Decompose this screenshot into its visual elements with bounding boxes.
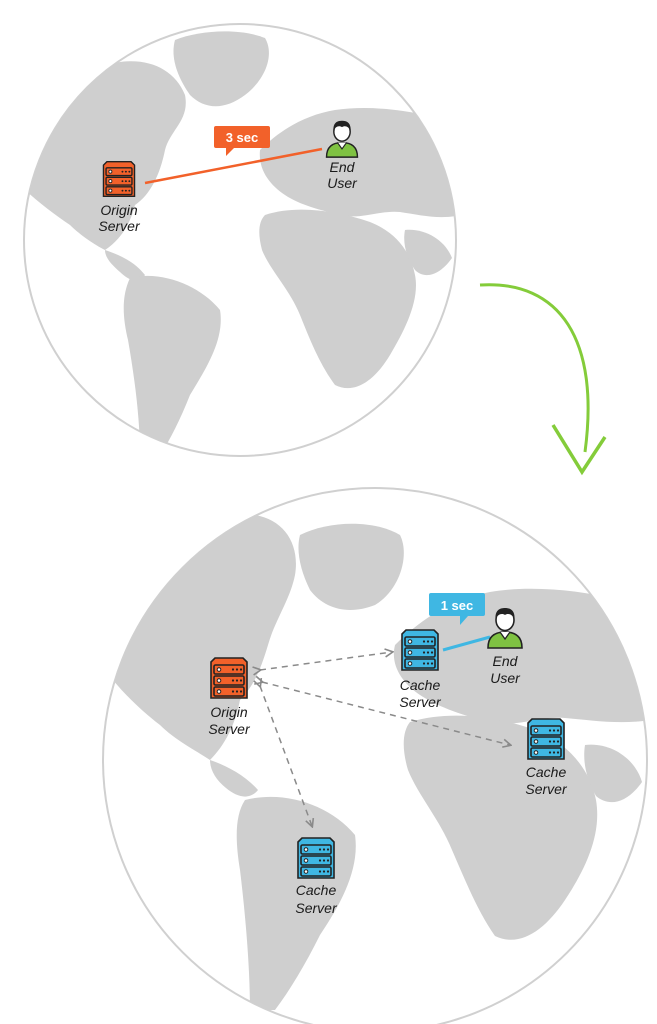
cache-server-south-america-label-2: Server bbox=[295, 900, 338, 916]
cache-server-europe-label-1: Cache bbox=[400, 677, 441, 693]
end-user-bottom-label-2: User bbox=[490, 670, 521, 686]
connection-to-cache-africa bbox=[262, 682, 510, 745]
end-user-top: End User bbox=[325, 119, 359, 191]
origin-server-bottom-label-1: Origin bbox=[210, 704, 248, 720]
latency-badge-slow-text: 3 sec bbox=[226, 130, 259, 145]
latency-line-fast bbox=[442, 635, 491, 652]
server-icon bbox=[297, 837, 335, 879]
origin-server-top-label-1: Origin bbox=[100, 202, 138, 218]
latency-badge-slow: 3 sec bbox=[214, 126, 270, 156]
top-globe-land bbox=[24, 31, 456, 455]
cdn-connections bbox=[260, 652, 510, 826]
end-user-bottom-label-1: End bbox=[493, 653, 519, 669]
server-icon bbox=[102, 161, 136, 197]
cache-server-south-america-label-1: Cache bbox=[296, 882, 337, 898]
cache-server-africa-label-1: Cache bbox=[526, 764, 567, 780]
server-icon bbox=[210, 657, 248, 699]
top-globe: 3 sec Origin Server End User bbox=[23, 23, 457, 457]
server-icon bbox=[527, 718, 565, 760]
cache-server-europe-label-2: Server bbox=[399, 694, 442, 710]
origin-server-top-label-2: Server bbox=[98, 218, 141, 234]
origin-server-top: Origin Server bbox=[98, 161, 141, 234]
end-user-bottom: End User bbox=[487, 607, 523, 686]
end-user-top-label-1: End bbox=[330, 159, 356, 175]
cache-server-africa-label-2: Server bbox=[525, 781, 568, 797]
connection-to-cache-europe bbox=[260, 652, 392, 670]
latency-badge-fast: 1 sec bbox=[429, 593, 485, 625]
server-icon bbox=[401, 629, 439, 671]
cache-server-south-america: Cache Server bbox=[295, 837, 338, 916]
latency-line-slow bbox=[144, 147, 323, 185]
cache-server-africa: Cache Server bbox=[525, 718, 568, 797]
bottom-globe: 1 sec Origin Server Cache Server End Use… bbox=[102, 487, 648, 1024]
curved-arrow-icon bbox=[479, 283, 607, 476]
origin-server-bottom: Origin Server bbox=[208, 657, 251, 737]
connection-to-cache-south-america bbox=[260, 686, 312, 826]
cache-server-europe: Cache Server bbox=[399, 629, 442, 710]
end-user-top-label-2: User bbox=[327, 175, 358, 191]
latency-badge-fast-text: 1 sec bbox=[441, 598, 474, 613]
origin-server-bottom-label-2: Server bbox=[208, 721, 251, 737]
